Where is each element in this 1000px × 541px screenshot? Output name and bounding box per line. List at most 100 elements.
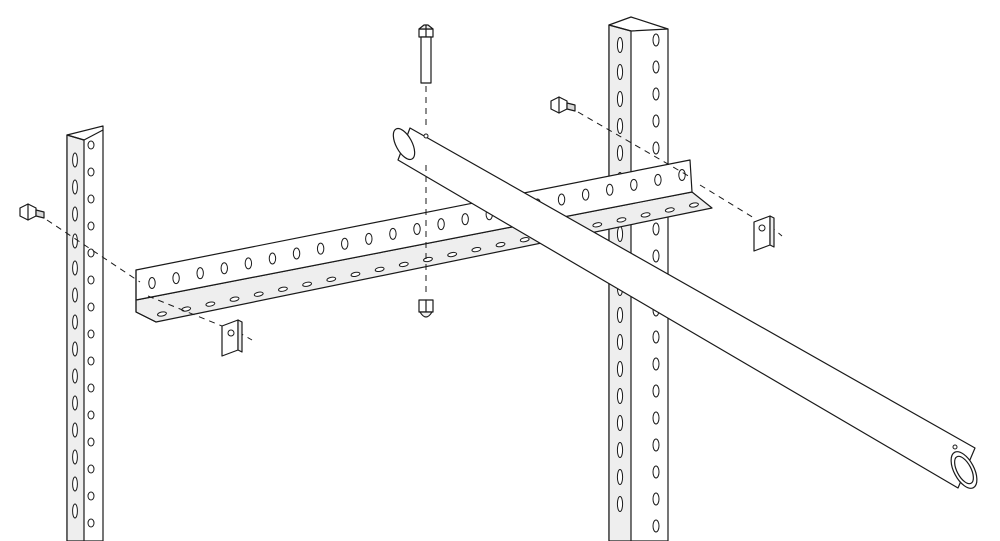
- slot-hole: [72, 287, 78, 303]
- slot-hole: [616, 496, 624, 512]
- slot-hole: [389, 227, 397, 240]
- slot-hole: [220, 262, 228, 275]
- slot-hole: [616, 91, 624, 107]
- slot-hole: [87, 356, 95, 366]
- slot-hole: [652, 384, 660, 398]
- slot-hole: [87, 410, 95, 420]
- slot-hole: [253, 291, 264, 297]
- slot-hole: [302, 281, 313, 287]
- slot-hole: [374, 266, 385, 273]
- slot-hole: [72, 395, 78, 411]
- slot-hole: [292, 247, 301, 260]
- slot-hole: [678, 169, 686, 181]
- slot-hole: [616, 307, 624, 323]
- slot-hole: [350, 271, 361, 278]
- slot-hole: [87, 518, 95, 528]
- slot-hole: [616, 64, 624, 80]
- slot-hole: [72, 422, 78, 438]
- left-screw: [19, 203, 45, 221]
- slot-hole: [87, 167, 95, 177]
- slot-hole: [519, 237, 530, 243]
- left-nut-plate: [221, 319, 243, 357]
- slot-hole: [652, 249, 660, 263]
- slot-hole: [652, 411, 660, 425]
- slot-hole: [664, 207, 675, 213]
- slot-hole: [461, 213, 469, 226]
- slot-hole: [205, 301, 216, 307]
- slot-hole: [616, 118, 624, 134]
- slot-hole: [652, 492, 660, 506]
- slot-hole: [689, 202, 699, 208]
- slot-hole: [365, 232, 373, 245]
- slot-hole: [72, 368, 78, 384]
- left-upright: [66, 125, 104, 541]
- right-screw: [550, 96, 576, 114]
- slot-hole: [398, 261, 409, 268]
- slot-hole: [157, 311, 167, 317]
- slot-hole: [72, 341, 78, 357]
- slot-hole: [277, 286, 288, 292]
- slot-hole: [652, 141, 660, 155]
- slot-hole: [616, 226, 624, 242]
- slot-hole: [316, 242, 325, 255]
- slot-hole: [652, 519, 660, 533]
- slot-hole: [606, 183, 614, 196]
- slot-hole: [437, 218, 445, 231]
- slot-hole: [652, 114, 660, 128]
- slot-hole: [87, 140, 95, 150]
- slot-hole: [87, 491, 95, 501]
- slot-hole: [616, 145, 624, 161]
- acorn-nut: [418, 299, 434, 318]
- slot-hole: [87, 221, 95, 231]
- slot-hole: [72, 503, 78, 519]
- slot-hole: [72, 233, 78, 249]
- round-tube: [392, 127, 978, 489]
- slot-hole: [652, 330, 660, 344]
- slot-hole: [616, 469, 624, 485]
- slot-hole: [72, 476, 78, 492]
- slot-hole: [87, 248, 95, 258]
- right-nut-plate: [753, 215, 775, 252]
- slot-hole: [87, 302, 95, 312]
- slot-hole: [616, 388, 624, 404]
- slot-hole: [652, 222, 660, 236]
- slot-hole: [87, 464, 95, 474]
- slot-hole: [616, 361, 624, 377]
- slot-hole: [326, 276, 337, 282]
- slot-hole: [87, 383, 95, 393]
- slot-hole: [592, 222, 603, 228]
- slot-hole: [72, 449, 78, 465]
- slot-hole: [652, 357, 660, 371]
- slot-hole: [229, 296, 240, 302]
- slot-hole: [268, 252, 277, 265]
- slot-hole: [652, 438, 660, 452]
- slot-hole: [495, 241, 506, 248]
- slot-hole: [244, 257, 253, 270]
- slot-hole: [413, 223, 421, 235]
- slot-hole: [652, 33, 660, 47]
- slot-hole: [447, 251, 458, 258]
- slot-hole: [87, 437, 95, 447]
- slot-hole: [616, 37, 624, 53]
- slot-hole: [654, 173, 662, 186]
- slot-hole: [87, 329, 95, 339]
- slot-hole: [616, 415, 624, 431]
- slot-hole: [87, 275, 95, 285]
- slot-hole: [148, 277, 156, 289]
- slot-hole: [72, 179, 78, 195]
- slot-hole: [652, 465, 660, 479]
- slot-hole: [72, 152, 78, 168]
- slot-hole: [616, 217, 627, 223]
- slot-hole: [72, 206, 78, 222]
- hex-bolt-top: [418, 24, 434, 84]
- crossbar-flange-holes: [157, 202, 699, 317]
- slot-hole: [581, 188, 590, 201]
- slot-hole: [471, 246, 482, 253]
- slot-hole: [652, 60, 660, 74]
- left-upright-side-holes: [87, 140, 95, 528]
- slot-hole: [630, 178, 638, 191]
- slot-hole: [172, 272, 180, 285]
- left-upright-front-slots: [72, 152, 78, 519]
